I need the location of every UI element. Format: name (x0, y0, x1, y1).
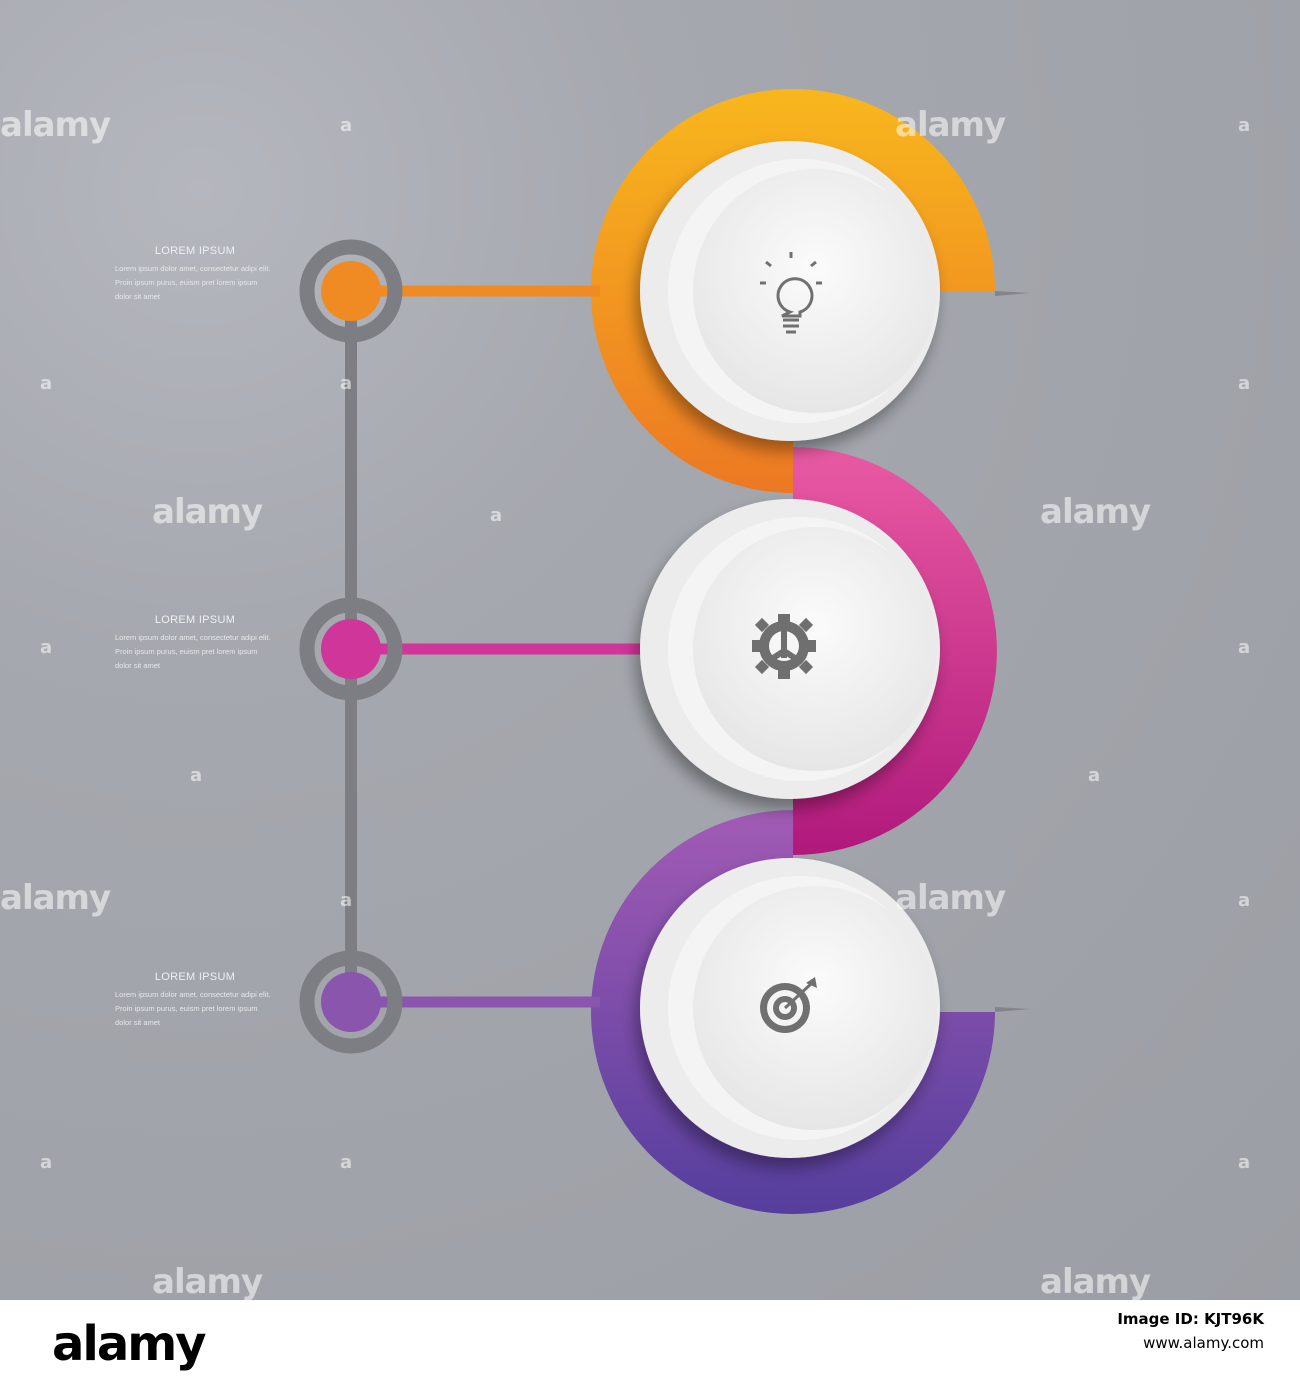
pink-arc-band (793, 447, 997, 855)
lightbulb-icon (760, 252, 822, 334)
step-1-title: LOREM IPSUM (154, 245, 236, 257)
step-3-body: Lorem ipsum dolor amet, consectetur adip… (115, 990, 271, 1027)
step-1-text: LOREM IPSUM Lorem ipsum dolor amet, cons… (115, 245, 275, 304)
step-2-title: LOREM IPSUM (154, 614, 236, 626)
timeline-node-3-dot (321, 972, 381, 1032)
gear-icon (752, 614, 816, 679)
target-icon (760, 977, 817, 1033)
image-id: Image ID: KJT96K (1117, 1310, 1264, 1328)
timeline-node-3 (299, 950, 403, 1054)
timeline-diagram (299, 89, 1030, 1214)
step-1-body: Lorem ipsum dolor amet, consectetur adip… (115, 264, 271, 301)
site-url: www.alamy.com (1143, 1334, 1264, 1352)
orange-arc-tail (995, 291, 1030, 296)
step-disc-1 (640, 141, 940, 441)
step-2-text: LOREM IPSUM Lorem ipsum dolor amet, cons… (115, 614, 275, 673)
step-3-title: LOREM IPSUM (154, 971, 236, 983)
timeline-node-1 (299, 239, 403, 343)
step-2-body: Lorem ipsum dolor amet, consectetur adip… (115, 633, 271, 670)
footer-logo: alamy (52, 1316, 207, 1372)
infographic-canvas: LOREM IPSUM Lorem ipsum dolor amet, cons… (0, 0, 1300, 1300)
footer-bar: alamy Image ID: KJT96K www.alamy.com (0, 1300, 1300, 1390)
timeline-node-1-dot (321, 261, 381, 321)
footer-image-info: Image ID: KJT96K www.alamy.com (1117, 1310, 1264, 1352)
timeline-node-2 (299, 597, 403, 701)
timeline-node-2-dot (321, 619, 381, 679)
purple-arc-tail (995, 1007, 1030, 1012)
step-3-text: LOREM IPSUM Lorem ipsum dolor amet, cons… (115, 971, 275, 1030)
